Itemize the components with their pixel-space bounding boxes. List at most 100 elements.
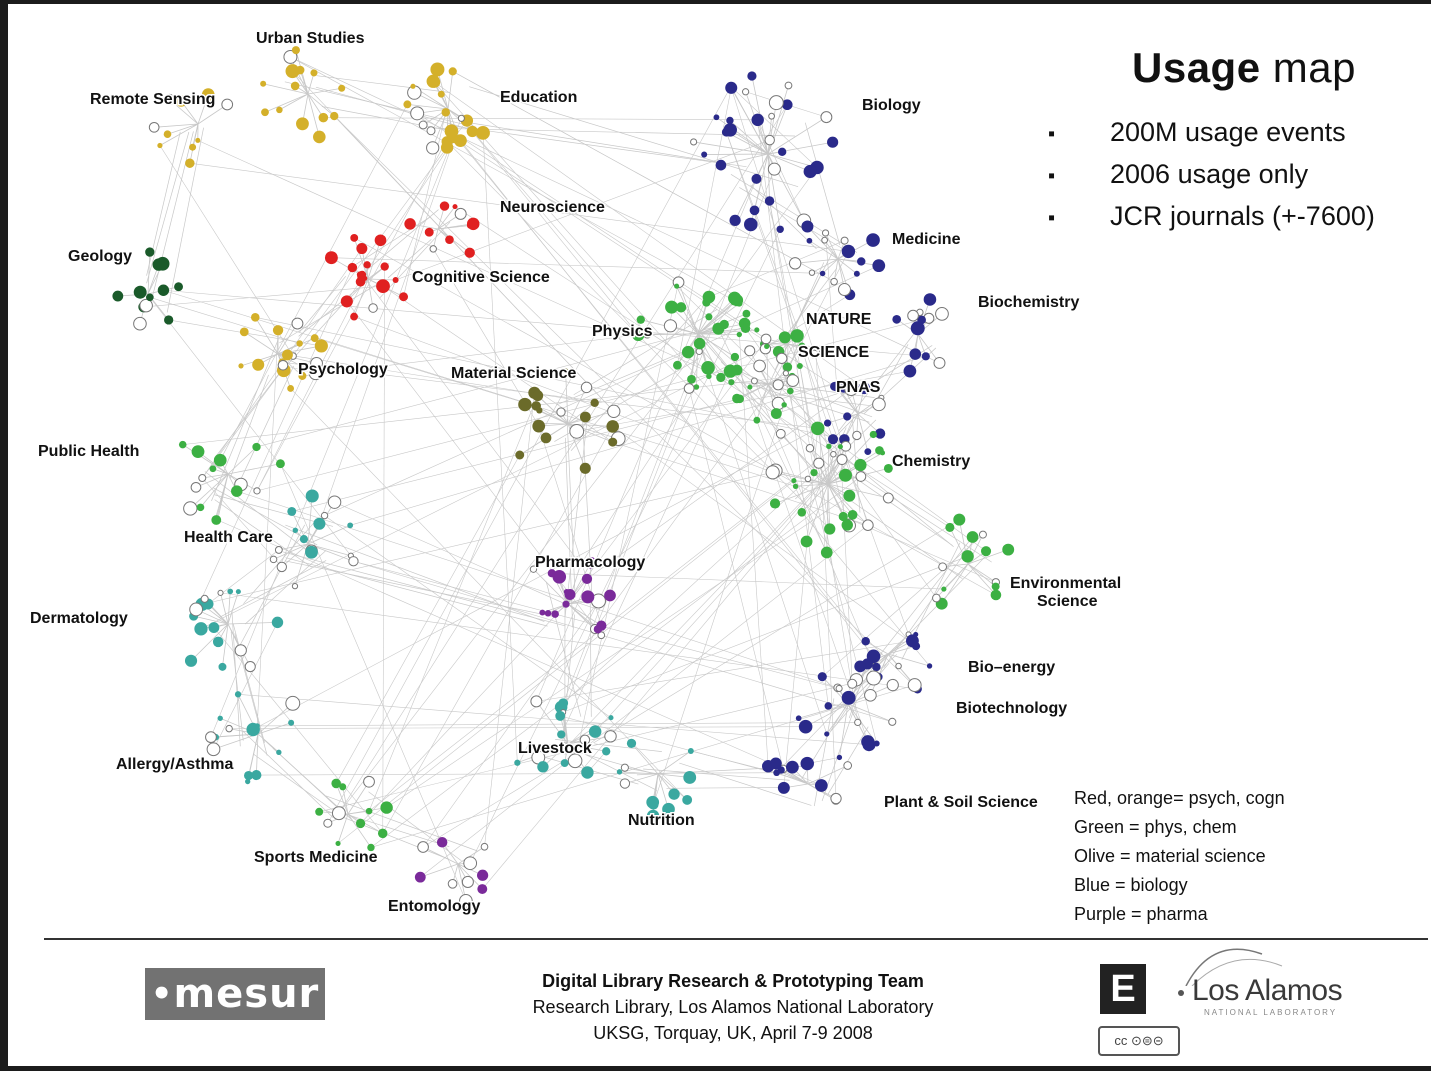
journal-node [824,523,836,535]
journal-node [285,64,300,79]
journal-node [861,637,870,646]
network-edge [255,733,259,776]
journal-node [872,397,886,412]
bullet-item: ▪2006 usage only [1048,154,1375,196]
network-edge [917,333,940,364]
journal-node [457,114,465,122]
network-edge [716,116,769,155]
journal-node [861,735,875,749]
network-edge [307,93,320,138]
team-name: Digital Library Research & Prototyping T… [542,971,924,991]
network-edge [690,750,777,773]
network-edge [941,563,969,604]
network-edge [169,99,199,125]
network-edge [567,743,607,752]
journal-node [380,262,389,271]
network-edge [319,677,874,813]
cluster-label-sports: Sports Medicine [254,849,378,866]
journal-node [164,315,174,325]
network-edge [263,83,309,95]
journal-node [864,448,872,456]
journal-node [426,141,440,155]
network-edge [720,153,769,166]
journal-node [662,802,675,816]
network-edge [767,102,777,155]
network-edge [697,299,738,335]
journal-node [836,754,843,761]
network-edge [749,383,769,388]
organization: Research Library, Los Alamos National La… [532,997,934,1017]
network-edge [361,274,581,565]
network-edge [290,56,740,304]
cluster-label-biology: Biology [862,97,921,114]
journal-node [836,454,848,466]
network-edge [536,640,913,702]
journal-node [285,695,301,711]
network-edge [806,483,829,542]
network-edge [326,810,449,860]
journal-node [764,134,775,146]
network-edge [827,413,859,424]
network-edge [230,631,244,741]
journal-node [800,535,813,548]
journal-node [532,419,546,433]
network-edge [563,556,968,713]
journal-node [767,162,781,176]
network-edge [730,174,858,253]
journal-node [646,795,660,809]
network-edge [594,346,803,630]
title-bold: Usage [1132,44,1261,91]
network-edge [422,519,960,848]
journal-node [212,636,224,648]
journal-node [830,450,837,458]
network-edge [874,344,909,404]
network-edge [319,139,455,524]
cluster-label-publichealth: Public Health [38,443,139,460]
journal-node [723,123,737,137]
journal-node [291,317,304,330]
journal-node [201,88,215,101]
journal-node [923,293,937,306]
journal-node [814,779,828,792]
mesur-logo-text: mesur [173,971,320,1017]
journal-node [347,522,354,529]
journal-node [705,313,713,321]
journal-node [288,719,295,726]
journal-node [775,428,786,439]
network-edge [537,395,569,425]
journal-node [238,363,244,369]
title-rest: map [1260,44,1356,91]
journal-node [821,236,829,244]
network-edge [936,563,969,599]
network-edge [334,115,918,690]
network-edge [757,119,805,221]
journal-node [350,233,359,242]
journal-node [687,748,694,754]
journal-node [907,678,922,692]
network-edge [565,459,843,749]
network-edge [200,473,229,508]
journal-node [681,345,695,359]
journal-node [701,360,715,375]
journal-node [295,65,305,75]
e-logo-icon: E [1100,964,1146,1014]
cluster-label-education: Education [500,89,577,106]
network-edge [382,285,613,443]
journal-node [146,293,154,302]
journal-node [866,670,882,686]
journal-node [544,610,552,617]
journal-node [440,141,454,154]
journal-node [212,516,219,522]
event-info: UKSG, Torquay, UK, April 7-9 2008 [593,1023,873,1043]
journal-node [864,688,877,702]
journal-node [418,120,428,130]
journal-node [903,364,917,378]
journal-node [862,519,874,531]
journal-node [843,489,856,502]
network-edge [395,139,770,281]
network-edge [197,140,732,383]
journal-node [830,792,842,805]
journal-node [590,398,599,407]
journal-node [205,731,217,744]
